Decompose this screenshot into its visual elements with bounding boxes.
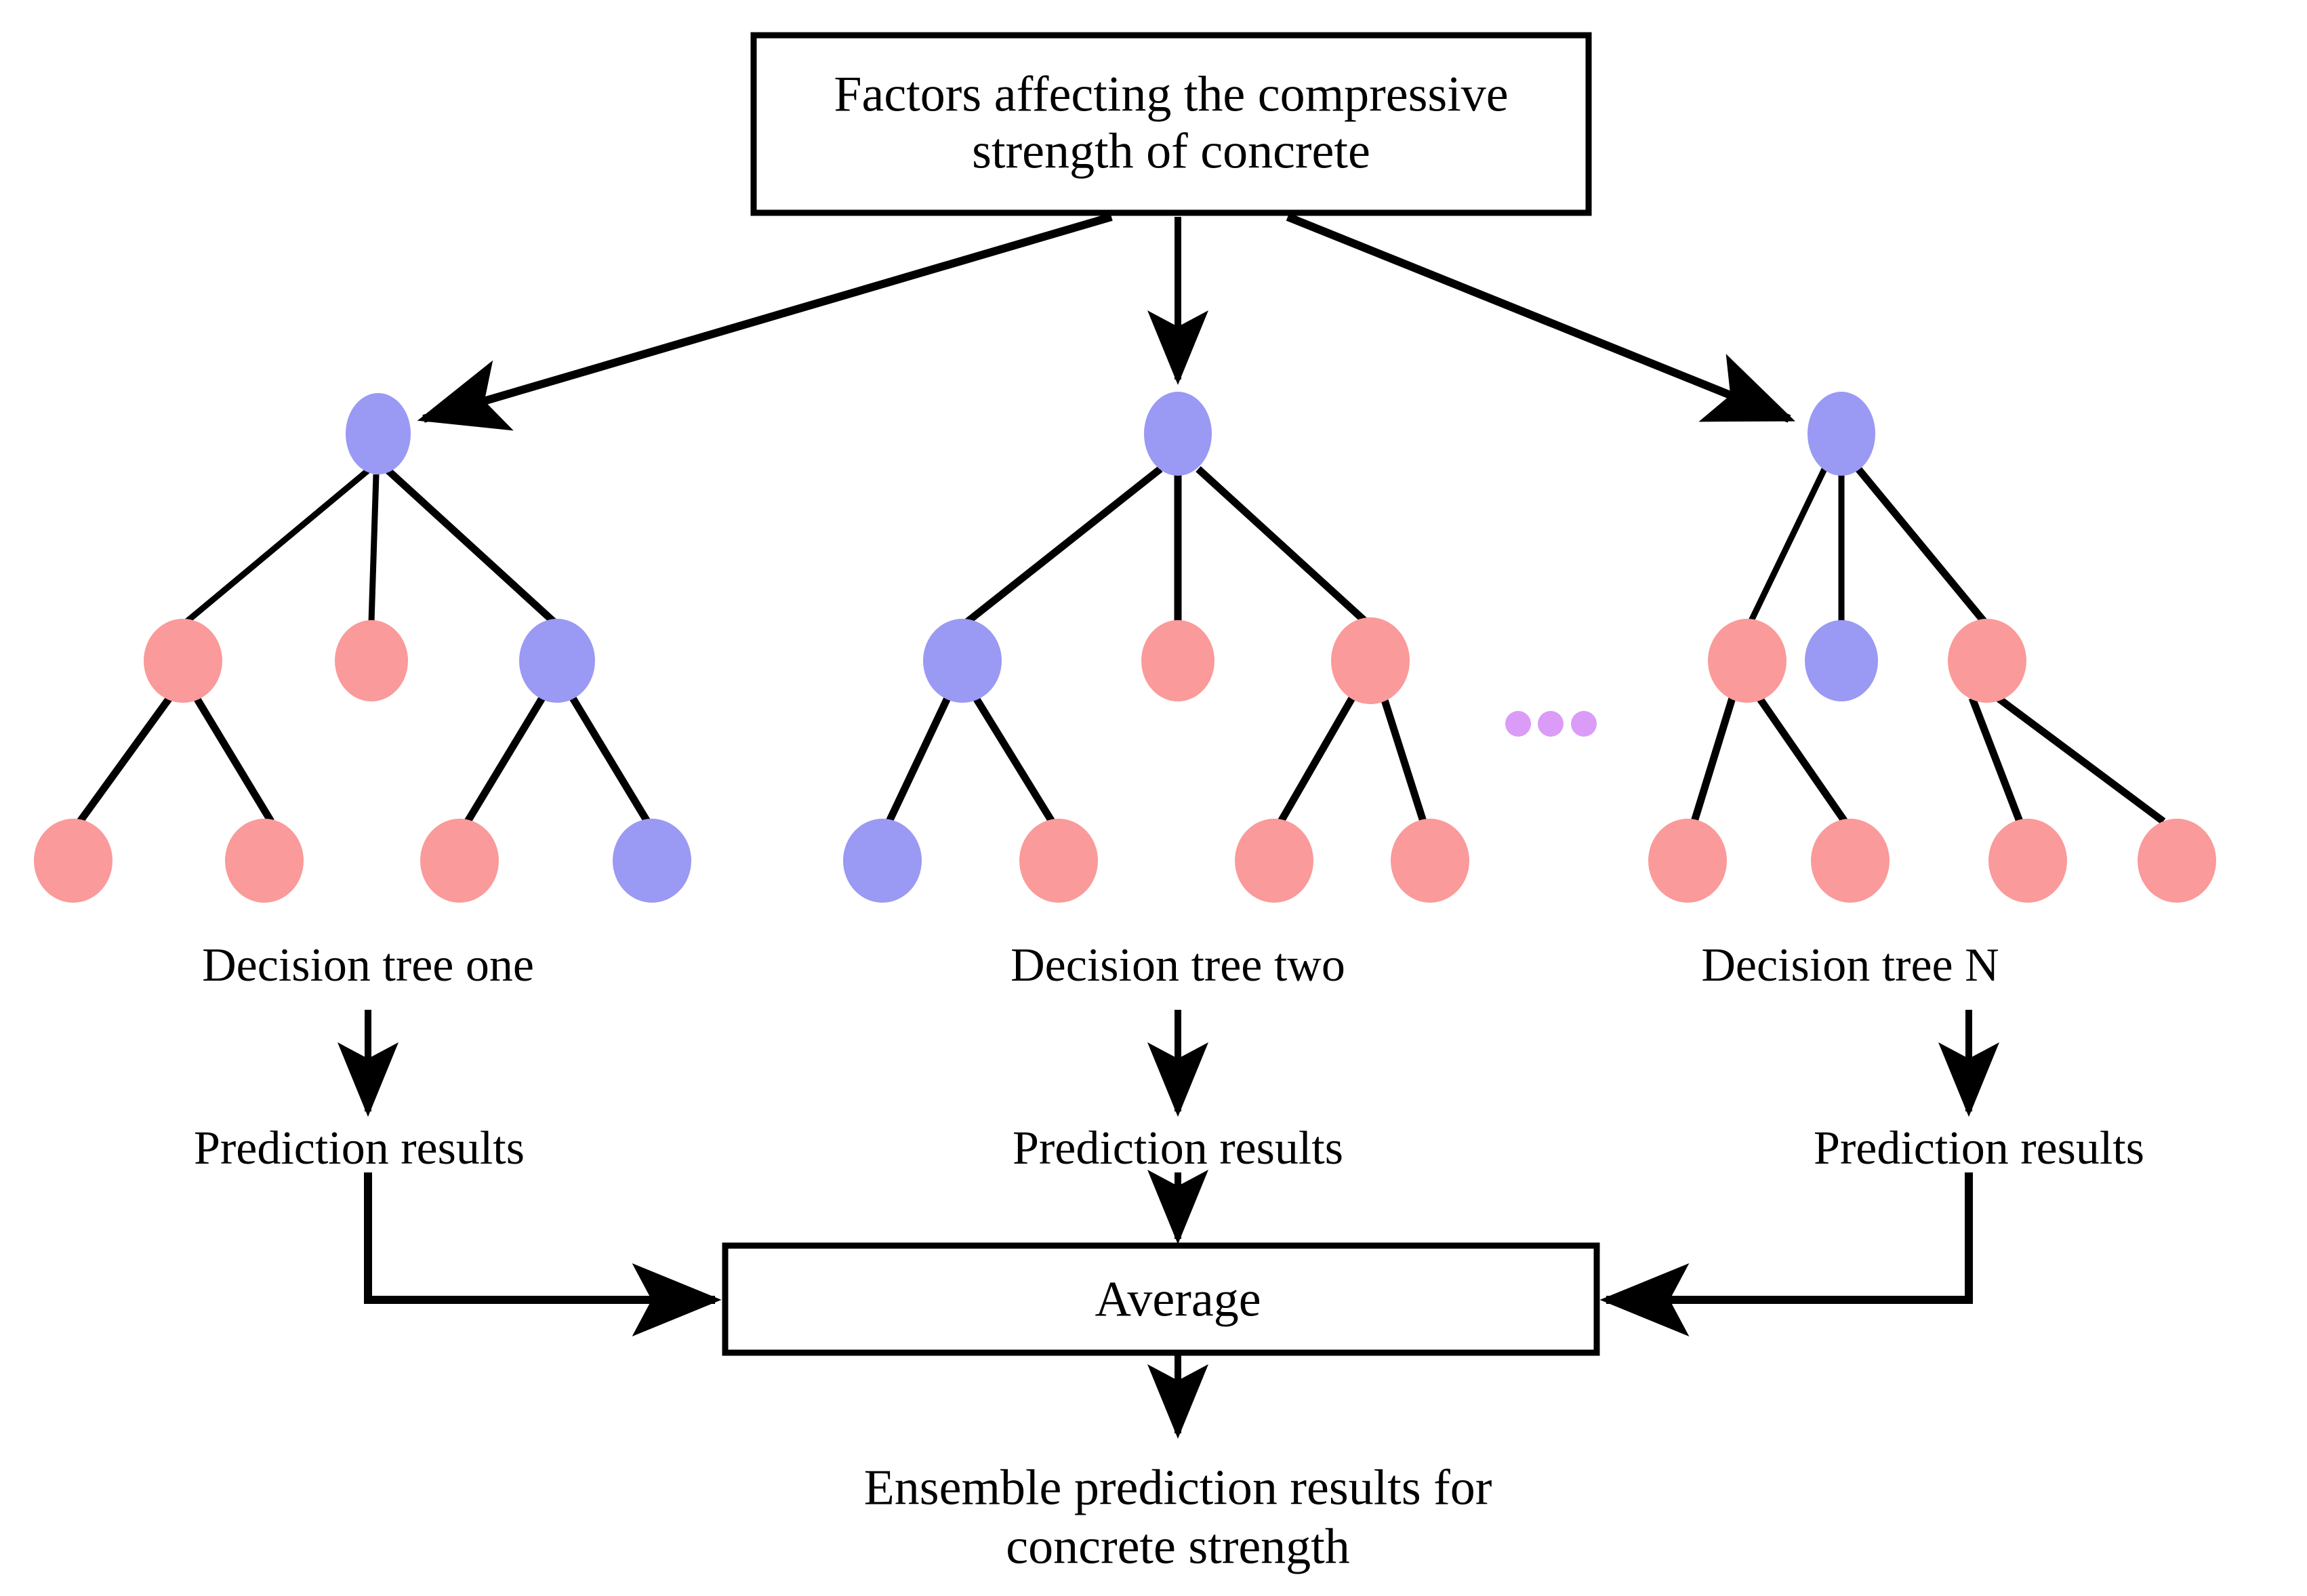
tree-one-label: Decision tree one <box>202 939 534 991</box>
tree-one-level2-node-3 <box>519 619 595 703</box>
tree-n-level2-node-1 <box>1708 619 1787 703</box>
tree-two-level3-node-4 <box>1391 819 1469 903</box>
tree-two-level3-node-3 <box>1235 819 1313 903</box>
arrow-prediction-n-to-average <box>1599 1172 1973 1336</box>
tree-n-level3-node-4 <box>2138 819 2216 903</box>
ellipsis-dots <box>1505 711 1597 737</box>
arrow-root-tree-one <box>417 213 1113 431</box>
prediction-results-one: Prediction results <box>194 1122 525 1174</box>
tree-two-edges <box>886 466 1427 823</box>
tree-one-level3-node-1 <box>34 819 113 903</box>
tree-one-level2-node-2 <box>335 620 408 701</box>
title-box-rect <box>750 32 1592 216</box>
tree-n-level3-node-1 <box>1648 819 1727 903</box>
arrow-root-tree-n <box>1286 213 1795 423</box>
tree-two-level3-node-2 <box>1019 819 1098 903</box>
tree-two-level2-node-3 <box>1331 617 1410 704</box>
tree-n-edges <box>1690 466 2166 825</box>
average-box-rect <box>722 1242 1600 1356</box>
prediction-results-two: Prediction results <box>1013 1122 1343 1174</box>
title-box-text: Factors affecting the compressive streng… <box>834 66 1508 181</box>
tree-one-level3-node-3 <box>420 819 499 903</box>
tree-one-level2-node-1 <box>144 619 222 703</box>
tree-one-level3-node-4 <box>613 819 691 903</box>
title-box-line2: strength of concrete <box>972 124 1370 180</box>
tree-n-level3-node-2 <box>1811 819 1890 903</box>
final-output-text: Ensemble prediction results for concrete… <box>864 1459 1492 1578</box>
tree-two-label: Decision tree two <box>1010 939 1345 991</box>
tree-n-label: Decision tree N <box>1701 939 1999 991</box>
tree-two-level2-node-2 <box>1141 620 1214 701</box>
tree-two-level2-node-1 <box>923 619 1002 703</box>
tree-two-level3-node-1 <box>843 819 922 903</box>
tree-one-edges <box>77 464 651 824</box>
tree-n-level2-node-3 <box>1948 619 2026 703</box>
average-box-label: Average <box>1095 1271 1261 1328</box>
tree-two-root-node <box>1144 392 1212 476</box>
tree-one-root-node <box>346 393 411 474</box>
tree-n-level2-node-2 <box>1805 620 1878 701</box>
arrow-prediction-one-to-average <box>364 1172 722 1336</box>
title-box-line1: Factors affecting the compressive <box>834 66 1509 123</box>
tree-one-level3-node-2 <box>225 819 304 903</box>
final-output-line1: Ensemble prediction results for <box>863 1460 1492 1516</box>
prediction-results-n: Prediction results <box>1814 1122 2144 1174</box>
tree-n-root-node <box>1808 392 1875 476</box>
final-output-line2: concrete strength <box>1006 1519 1350 1575</box>
tree-n-level3-node-3 <box>1988 819 2067 903</box>
